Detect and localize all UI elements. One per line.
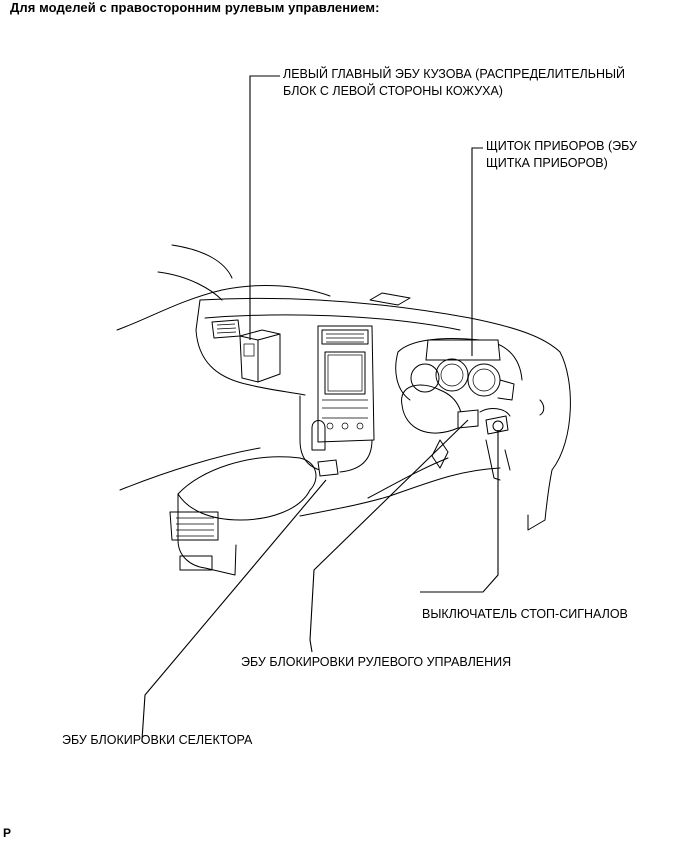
left-air-vent [211,319,241,339]
callout-meter-line2: ЩИТКА ПРИБОРОВ) [486,156,608,170]
windshield-outline [116,244,331,331]
page-heading: Для моделей с правосторонним рулевым упр… [10,0,380,15]
callout-body-ecu-line1: ЛЕВЫЙ ГЛАВНЫЙ ЭБУ КУЗОВА (РАСПРЕДЕЛИТЕЛЬ… [283,67,626,81]
callout-meter-line1: ЩИТОК ПРИБОРОВ (ЭБУ [486,139,637,153]
callout-body-ecu: ЛЕВЫЙ ГЛАВНЫЙ ЭБУ КУЗОВА (РАСПРЕДЕЛИТЕЛЬ… [283,66,625,100]
dashboard-outline [195,292,571,531]
leader-lines [141,75,499,742]
callout-body-ecu-line2: БЛОК С ЛЕВОЙ СТОРОНЫ КОЖУХА) [283,84,503,98]
callout-steering-lock-ecu: ЭБУ БЛОКИРОВКИ РУЛЕВОГО УПРАВЛЕНИЯ [241,655,512,669]
center-stack [317,325,375,443]
footer-mark: P [3,826,12,840]
rear-console [169,456,317,576]
steering-column [401,384,479,469]
shift-lever-area [299,395,373,477]
body-ecu-box [239,329,281,383]
callout-instrument-cluster: ЩИТОК ПРИБОРОВ (ЭБУ ЩИТКА ПРИБОРОВ) [486,138,637,172]
instrument-cluster [395,338,523,401]
floor-outline [119,447,501,517]
callout-stop-light-switch: ВЫКЛЮЧАТЕЛЬ СТОП-СИГНАЛОВ [422,607,628,621]
callout-shift-lock-ecu: ЭБУ БЛОКИРОВКИ СЕЛЕКТОРА [62,733,253,747]
